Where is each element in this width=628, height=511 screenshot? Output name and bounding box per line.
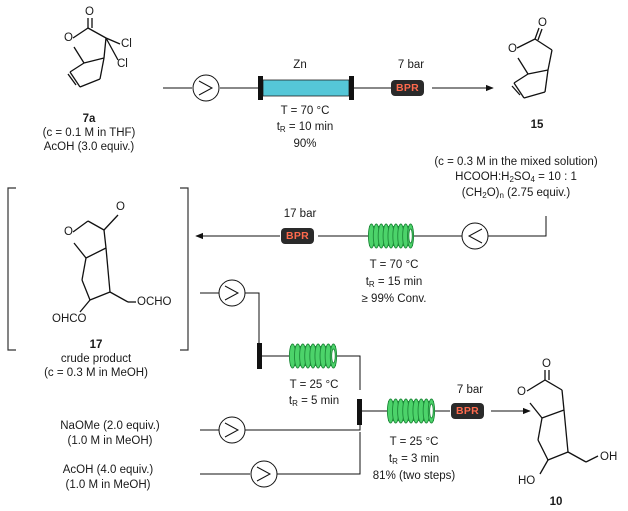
bpr-2: BPR [281, 228, 315, 244]
reagent-acoh: AcOH (4.0 equiv.) [62, 464, 154, 476]
reactor1-yield: 90% [293, 138, 317, 150]
flow-line-stage3 [200, 292, 531, 475]
group-ocho-17: OCHO [137, 296, 172, 308]
reagent-naome: NaOMe (2.0 equiv.) [60, 420, 160, 432]
structure-10 [526, 370, 599, 475]
compound-7a-label: 7a [82, 113, 96, 125]
compound-17-conc: (c = 0.3 M in MeOH) [44, 367, 148, 379]
compound-15-conc: (c = 0.3 M in the mixed solution) [434, 156, 598, 168]
t-mixer-1 [257, 343, 262, 369]
atom-o-10: O [517, 386, 526, 398]
coil-reactor-2 [367, 223, 415, 249]
pump-icon [192, 74, 220, 102]
reactor1-reagent: Zn [293, 59, 307, 71]
reactor4-time: tR = 3 min [388, 453, 440, 466]
reactor4-pressure: 7 bar [456, 384, 484, 396]
reactor4-yield: 81% (two steps) [372, 470, 456, 482]
structure-7a [67, 18, 121, 88]
reactor2-conversion: ≥ 99% Conv. [361, 293, 427, 305]
t-mixer-2 [357, 399, 362, 425]
compound-17-desc: crude product [60, 353, 132, 365]
atom-o-7a: O [64, 32, 73, 44]
compound-17-label: 17 [89, 339, 103, 351]
atom-o-17: O [64, 226, 73, 238]
coil-reactor-3 [288, 343, 338, 369]
reactor1-pressure: 7 bar [397, 59, 425, 71]
paraformaldehyde: (CH2O)n (2.75 equiv.) [461, 187, 571, 200]
crude-product-bracket [7, 187, 189, 351]
coil-end [331, 348, 336, 364]
reactor3-temperature: T = 25 °C [289, 379, 339, 391]
group-oh-10: OH [600, 451, 618, 463]
compound-7a-conc: (c = 0.1 M in THF) [42, 127, 136, 139]
atom-oc-10: O [542, 358, 551, 370]
atom-oc-7a: O [85, 6, 94, 18]
reactor2-pressure: 17 bar [283, 208, 317, 220]
atom-oc-17: O [116, 201, 125, 213]
compound-15-label: 15 [530, 119, 544, 131]
reactor3-time: tR = 5 min [288, 395, 340, 408]
pump-icon-3 [218, 279, 246, 307]
atom-o-15: O [508, 43, 517, 55]
structure-15 [511, 27, 553, 99]
bpr-4: BPR [451, 403, 485, 419]
reagent-acoh-conc: (1.0 M in MeOH) [65, 479, 151, 491]
bpr-1: BPR [391, 80, 425, 96]
reactor2-time: tR = 15 min [365, 276, 423, 289]
reactor1-time: tR = 10 min [276, 121, 334, 134]
pump-icon-5 [250, 460, 278, 488]
pump-icon-2 [461, 222, 489, 250]
reactor1-temperature: T = 70 °C [280, 105, 330, 117]
reactor4-temperature: T = 25 °C [389, 436, 439, 448]
structure-17 [72, 214, 136, 313]
coil-end [408, 228, 413, 244]
group-ho-10: HO [518, 475, 536, 487]
compound-7a-additive: AcOH (3.0 equiv.) [43, 141, 135, 153]
coil-reactor-4 [386, 398, 436, 424]
reagent-naome-conc: (1.0 M in MeOH) [67, 435, 153, 447]
compound-10-label: 10 [549, 496, 563, 508]
packed-column-zn [258, 76, 354, 100]
atom-oc-15: O [538, 17, 547, 29]
atom-cl2-7a: Cl [117, 58, 128, 70]
group-ohco-17: OHCO [52, 313, 87, 325]
atom-cl1-7a: Cl [121, 38, 132, 50]
pump-icon-4 [218, 416, 246, 444]
coil-end [429, 403, 434, 419]
acid-mixture: HCOOH:H2SO4 = 10 : 1 [455, 171, 577, 184]
flow-line-stage2 [195, 216, 547, 240]
reactor2-temperature: T = 70 °C [369, 259, 419, 271]
